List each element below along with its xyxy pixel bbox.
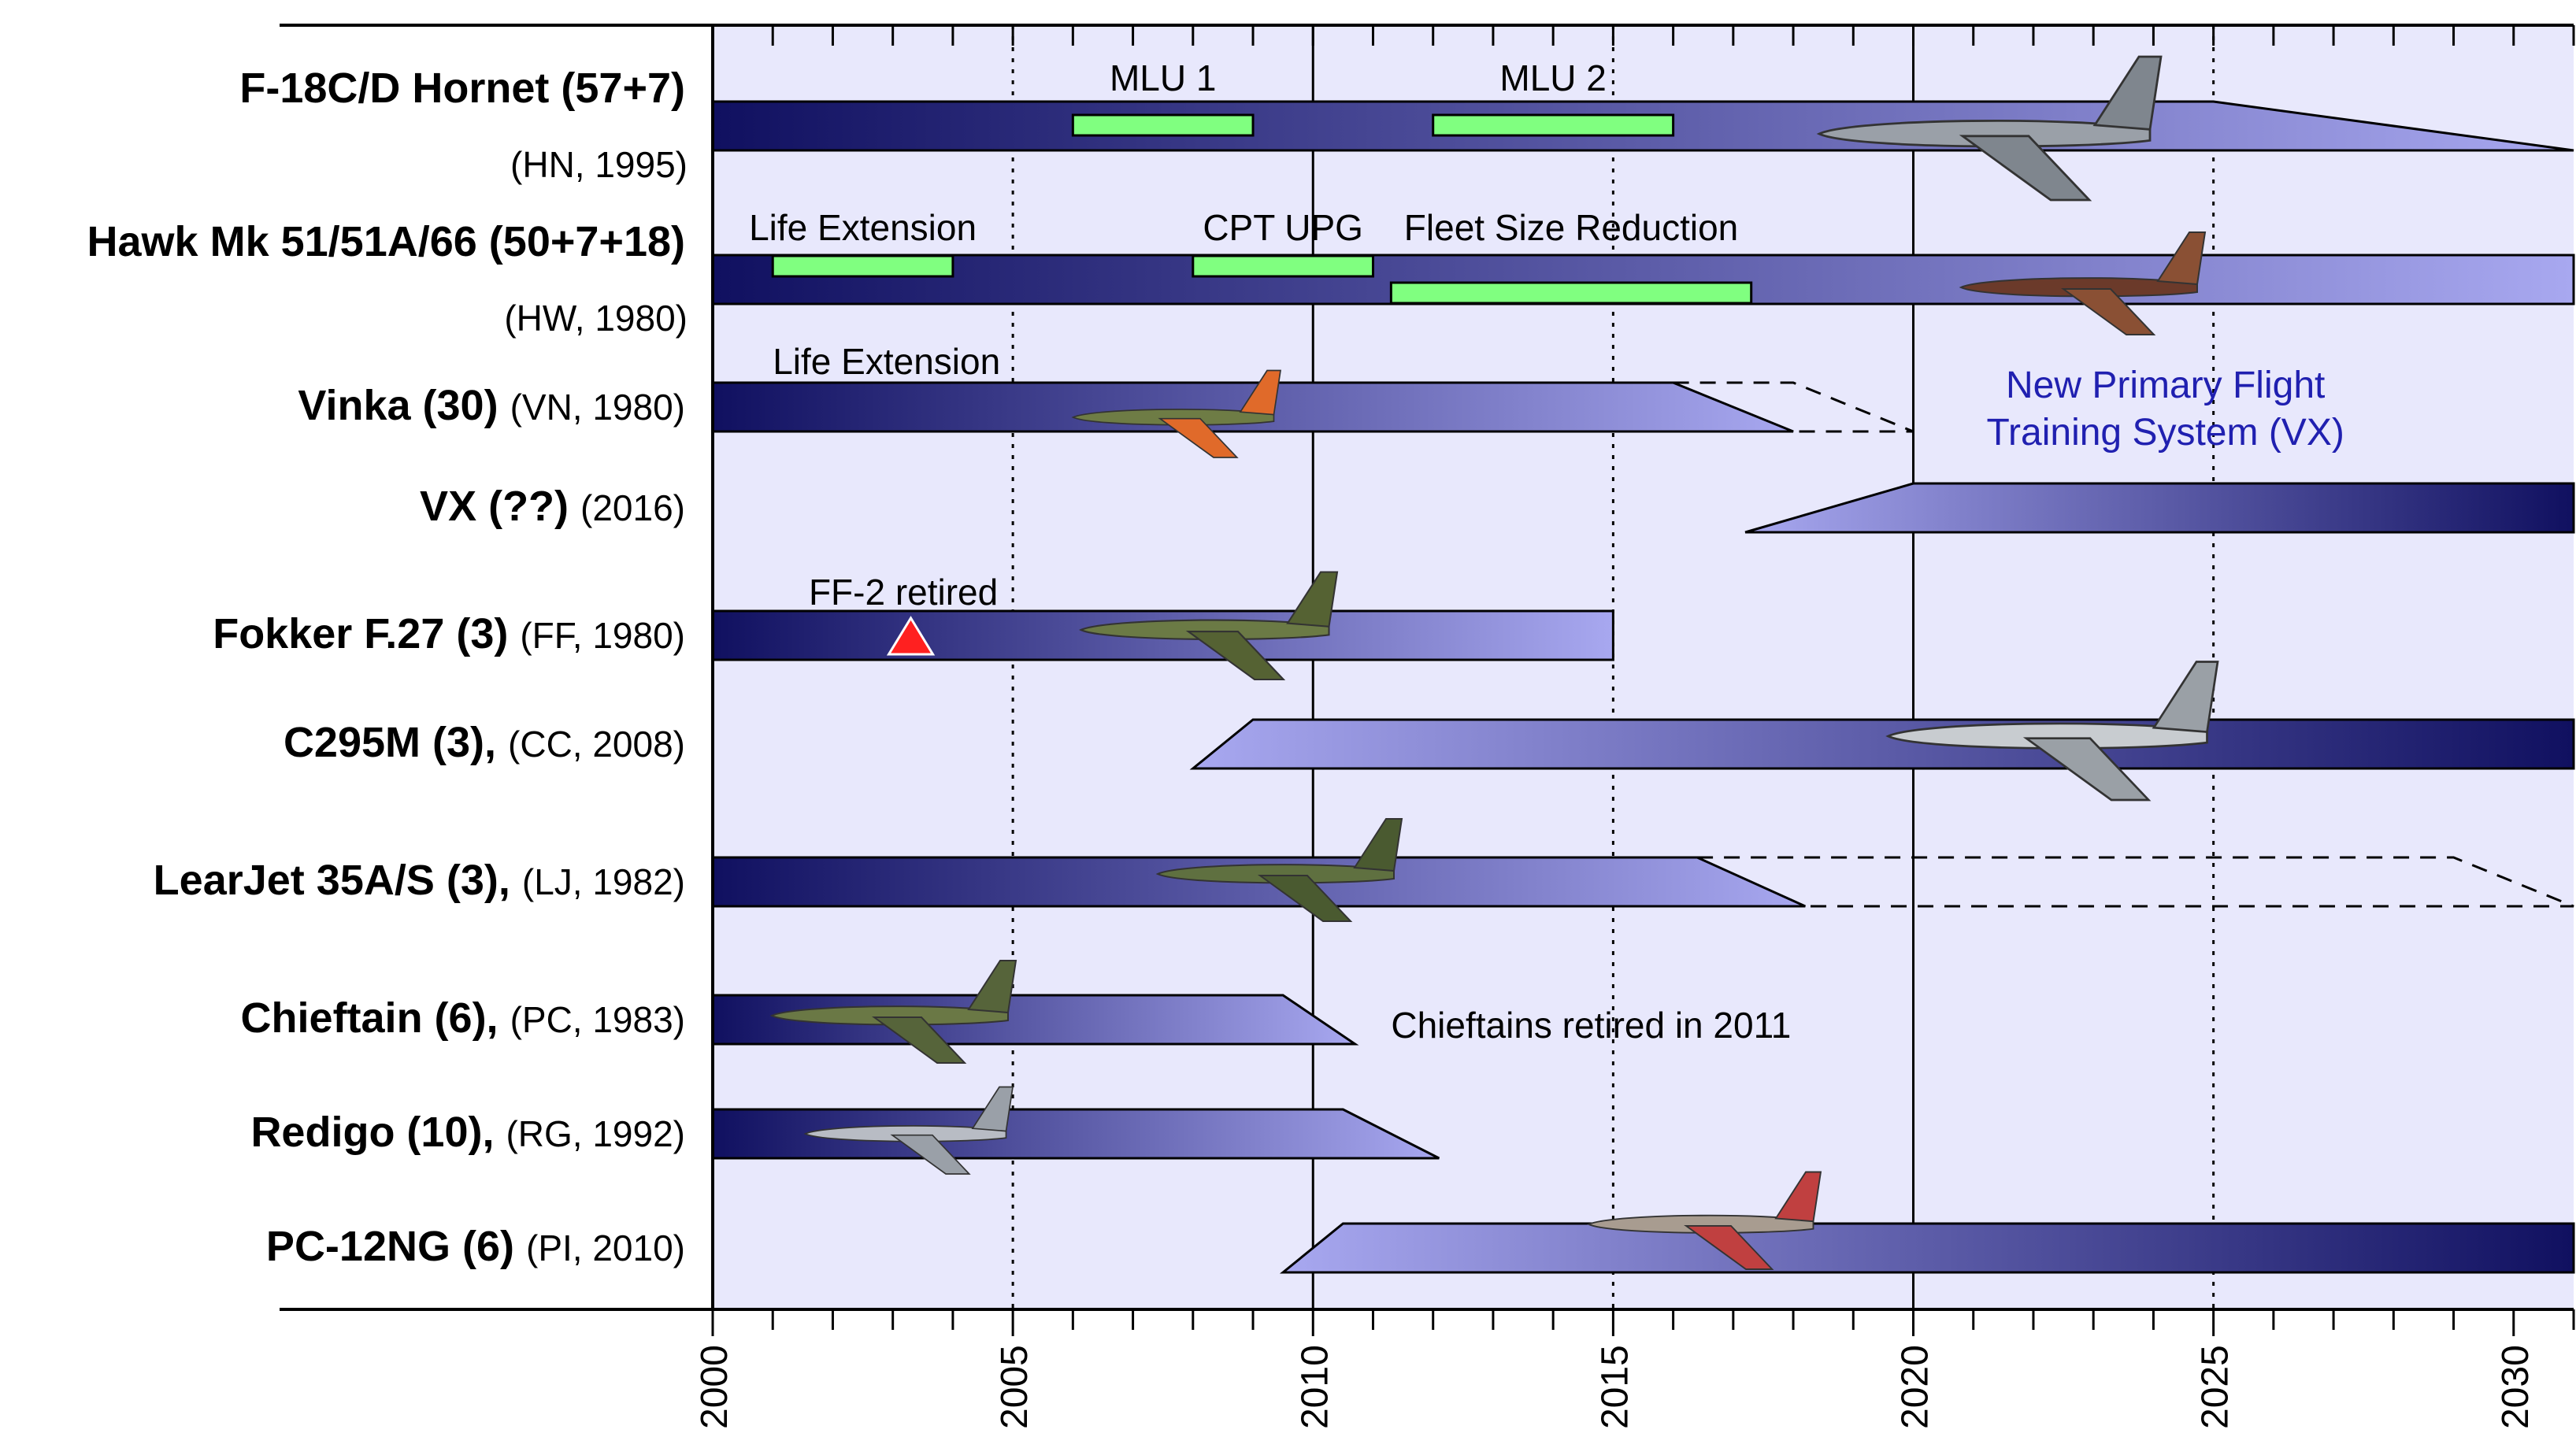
hawk-photo-fuselage (1959, 277, 2198, 298)
learjet-photo-tail (1353, 818, 1403, 872)
learjet-photo-fuselage (1155, 864, 1395, 884)
row-1-milestone-label-2: Fleet Size Reduction (1404, 207, 1738, 248)
fokker-photo-tail (1286, 571, 1339, 628)
row-6-name-sub: (LJ, 1982) (522, 861, 685, 902)
row-3-name-bold: VX (??) (420, 483, 580, 530)
row-9-name-bold: PC-12NG (6) (266, 1223, 526, 1270)
fokker-photo (1079, 571, 1339, 681)
row-9-name: PC-12NG (6) (PI, 2010) (266, 1223, 685, 1270)
vinka-photo-fuselage (1071, 409, 1275, 426)
c295-photo-fuselage (1885, 722, 2208, 750)
fokker-photo-fuselage (1079, 619, 1330, 641)
learjet-photo (1155, 818, 1403, 922)
pc12-photo (1587, 1171, 1822, 1270)
x-tick-label-2015: 2015 (1594, 1345, 1636, 1429)
row-2-dashed-extension (1673, 381, 1914, 433)
row-3-name: VX (??) (2016) (420, 483, 685, 530)
row-0-sub: (HN, 1995) (510, 144, 688, 185)
row-4-event-label: FF-2 retired (809, 572, 998, 613)
redigo-photo-wing (890, 1134, 971, 1175)
row-1-milestone-label-0: Life Extension (749, 207, 977, 248)
redigo-photo-fuselage (803, 1125, 1007, 1142)
row-9-name-sub: (PI, 2010) (526, 1227, 685, 1268)
row-4-name-sub: (FF, 1980) (520, 615, 685, 656)
redigo-photo (803, 1086, 1014, 1175)
pc12-photo-wing (1684, 1224, 1774, 1270)
redigo-photo-tail (971, 1086, 1014, 1132)
x-tick-label-2030: 2030 (2495, 1345, 2537, 1429)
row-2-label: Life Extension (773, 341, 1000, 382)
row-7-name-sub: (PC, 1983) (510, 999, 685, 1040)
row-1-milestone-1 (1192, 254, 1374, 278)
row-4-name: Fokker F.27 (3) (FF, 1980) (213, 610, 685, 657)
row-7-note: Chieftains retired in 2011 (1391, 1005, 1791, 1046)
row-2-name-sub: (VN, 1980) (510, 387, 685, 428)
c295-photo-wing (2022, 737, 2152, 802)
vinka-photo (1071, 369, 1281, 458)
x-tick-label-2010: 2010 (1294, 1345, 1336, 1429)
row-6-name-bold: LearJet 35A/S (3), (154, 857, 522, 904)
row-5-name-sub: (CC, 2008) (508, 724, 685, 765)
row-1-milestone-label-1: CPT UPG (1203, 207, 1363, 248)
row-0-milestone-1 (1432, 113, 1675, 137)
row-1-milestone-0 (771, 254, 954, 278)
x-tick-label-2005: 2005 (994, 1345, 1036, 1429)
x-tick-label-2025: 2025 (2195, 1345, 2237, 1429)
f18-hornet-photo-tail (2092, 55, 2163, 131)
row-7-name-bold: Chieftain (6), (241, 994, 510, 1042)
row-0-name-bold: F-18C/D Hornet (57+7) (239, 65, 685, 112)
row-5-bar (1189, 718, 2575, 770)
row-8-name-sub: (RG, 1992) (506, 1113, 685, 1154)
f18-hornet-photo (1816, 55, 2163, 202)
callout-0: New Primary Flight (2006, 365, 2325, 406)
x-tick-label-2020: 2020 (1895, 1345, 1937, 1429)
c295-photo-tail (2152, 661, 2219, 734)
row-5-name-bold: C295M (3), (284, 719, 508, 766)
row-4-event-marker (886, 616, 936, 656)
row-2-name: Vinka (30) (VN, 1980) (298, 382, 685, 429)
c295-photo (1885, 661, 2219, 802)
pc12-photo-tail (1774, 1171, 1822, 1223)
row-8-name: Redigo (10), (RG, 1992) (250, 1109, 685, 1156)
f18-hornet-photo-fuselage (1816, 119, 2152, 148)
hawk-photo-wing (2060, 288, 2156, 335)
row-1-name: Hawk Mk 51/51A/66 (50+7+18) (87, 218, 685, 265)
row-1-sub: (HW, 1980) (504, 298, 688, 339)
learjet-photo-wing (1257, 875, 1353, 922)
row-6-name: LearJet 35A/S (3), (LJ, 1982) (154, 857, 685, 904)
row-9-bar (1279, 1222, 2575, 1274)
f18-hornet-photo-wing (1959, 135, 2092, 202)
chieftain-photo-tail (967, 960, 1017, 1014)
row-0-name: F-18C/D Hornet (57+7) (239, 65, 685, 112)
row-0-milestone-0 (1071, 113, 1255, 137)
x-tick-label-2000: 2000 (694, 1345, 736, 1429)
row-0-milestone-label-1: MLU 2 (1499, 57, 1606, 98)
hawk-photo-tail (2156, 231, 2207, 286)
row-3-bar (1744, 482, 2575, 534)
row-2-name-bold: Vinka (30) (298, 382, 510, 429)
row-8-name-bold: Redigo (10), (250, 1109, 506, 1156)
vinka-photo-wing (1158, 417, 1239, 458)
plot-background (713, 25, 2574, 1309)
chieftain-photo (769, 960, 1017, 1064)
row-5-name: C295M (3), (CC, 2008) (284, 719, 685, 766)
row-3-name-sub: (2016) (580, 487, 685, 528)
row-1-milestone-2 (1389, 281, 1753, 305)
callout-1: Training System (VX) (1986, 412, 2344, 454)
chieftain-photo-fuselage (769, 1005, 1009, 1026)
fokker-photo-wing (1185, 631, 1286, 681)
row-4-name-bold: Fokker F.27 (3) (213, 610, 520, 657)
row-7-name: Chieftain (6), (PC, 1983) (241, 994, 685, 1042)
row-0-milestone-label-0: MLU 1 (1110, 57, 1216, 98)
row-1-name-bold: Hawk Mk 51/51A/66 (50+7+18) (87, 218, 685, 265)
hawk-photo (1959, 231, 2207, 335)
vinka-photo-tail (1239, 369, 1281, 416)
chieftain-photo-wing (871, 1016, 967, 1064)
row-6-dashed-extension (1697, 856, 2574, 908)
